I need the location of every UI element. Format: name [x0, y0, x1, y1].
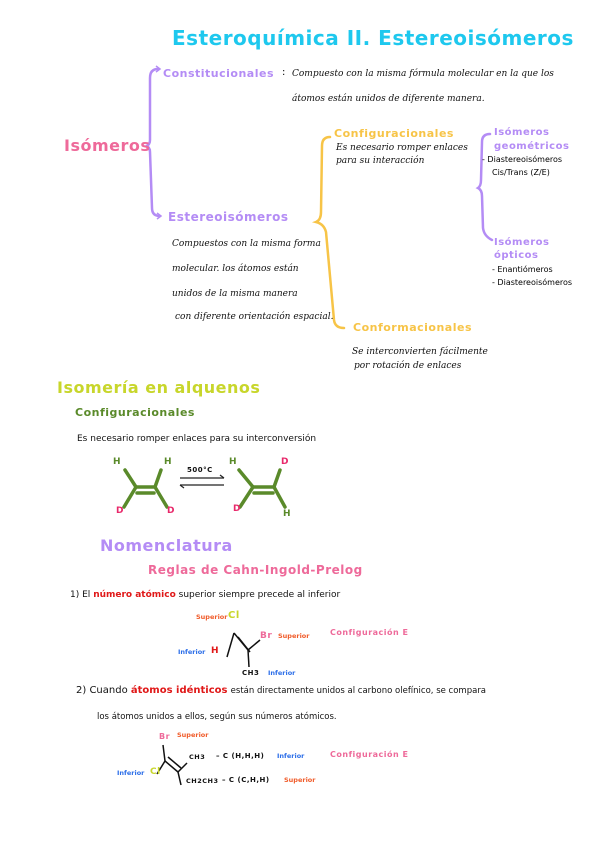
group-ch2ch3: CH2CH3 — [186, 777, 219, 785]
geometricos-item: Cis/Trans (Z/E) — [492, 168, 550, 177]
opticos-label: Isómeros — [494, 237, 550, 248]
priority-2: – C (C,H,H) — [222, 776, 270, 784]
colon: : — [282, 67, 286, 78]
estereoisomeros-label: Estereoisómeros — [168, 210, 289, 224]
estereo-text: molecular. los átomos están — [172, 264, 299, 274]
alquenos-sub: Configuracionales — [75, 406, 195, 419]
atom-d: D — [281, 457, 289, 467]
nomenclatura-heading: Nomenclatura — [100, 536, 233, 555]
alkene-left — [122, 468, 169, 509]
rule-text: superior siempre precede al inferior — [178, 590, 341, 600]
tag-superior: Superior — [284, 776, 316, 784]
molecule-2-bonds — [156, 744, 188, 786]
rule-highlight: número atómico — [93, 590, 176, 600]
rule-2-line-2: los átomos unidos a ellos, según sus núm… — [97, 712, 337, 722]
rule-2: 2) Cuando átomos idénticos están directa… — [76, 686, 486, 696]
tag-inferior: Inferior — [178, 648, 206, 656]
alquenos-text: Es necesario romper enlaces para su inte… — [77, 434, 317, 444]
geometricos-item: - Diastereoisómeros — [482, 155, 563, 164]
atom-h: H — [283, 509, 292, 519]
atom-br: Br — [159, 732, 171, 741]
atom-h: H — [113, 457, 122, 467]
geometricos-label: Isómeros — [494, 127, 550, 138]
config-result: Configuración E — [330, 628, 409, 637]
tag-superior: Superior — [177, 731, 209, 739]
group-ch3: CH3 — [242, 669, 260, 677]
configuracionales-label: Configuracionales — [334, 127, 454, 140]
constitucionales-text-2: átomos están unidos de diferente manera. — [292, 94, 485, 104]
config-text: Es necesario romper enlaces — [336, 143, 468, 153]
constitucionales-text-1: Compuesto con la misma fórmula molecular… — [292, 69, 554, 79]
atom-d: D — [233, 504, 241, 514]
alquenos-heading: Isomería en alquenos — [57, 378, 261, 397]
tag-superior: Superior — [278, 632, 310, 640]
config-result: Configuración E — [330, 750, 409, 759]
bracket-configuracionales — [475, 132, 494, 242]
tag-inferior: Inferior — [277, 752, 305, 760]
alkene-right — [237, 468, 287, 509]
arrow-icon — [155, 65, 162, 73]
atom-h: H — [211, 646, 220, 656]
rule-text: están directamente unidos al carbono ole… — [230, 686, 487, 696]
tag-inferior: Inferior — [268, 669, 296, 677]
page-title: Esteroquímica II. Estereoisómeros — [172, 26, 574, 50]
rule-number: 1) — [70, 590, 80, 600]
group-ch3: CH3 — [189, 753, 206, 761]
cip-heading: Reglas de Cahn-Ingold-Prelog — [148, 563, 363, 577]
rule-highlight: átomos idénticos — [130, 685, 228, 696]
atom-d: D — [167, 506, 175, 516]
conform-text: por rotación de enlaces — [354, 361, 462, 371]
geometricos-label-2: geométricos — [494, 141, 570, 152]
config-text: para su interacción — [336, 156, 425, 166]
bracket-estereoisomeros — [311, 135, 346, 330]
opticos-item: - Diastereoisómeros — [492, 278, 573, 287]
reaction-condition: 500°C — [187, 466, 213, 474]
rule-number: 2) — [76, 685, 87, 696]
arrow-icon — [156, 212, 163, 220]
priority-1: – C (H,H,H) — [216, 752, 265, 760]
molecule-1-bonds — [226, 632, 261, 668]
atom-cl: Cl — [150, 767, 161, 777]
bracket-isomeros — [145, 67, 162, 218]
estereo-text: Compuestos con la misma forma — [172, 239, 321, 249]
atom-h: H — [164, 457, 173, 467]
atom-br: Br — [260, 631, 273, 641]
estereo-text: con diferente orientación espacial. — [175, 312, 334, 322]
estereo-text: unidos de la misma manera — [172, 289, 298, 299]
opticos-item: - Enantiómeros — [492, 265, 553, 274]
atom-h: H — [229, 457, 238, 467]
equilibrium-arrows — [179, 474, 225, 489]
conformacionales-label: Conformacionales — [353, 321, 472, 334]
constitucionales-label: Constitucionales — [163, 67, 275, 80]
rule-text: Cuando — [89, 685, 128, 696]
opticos-label-2: ópticos — [494, 250, 539, 261]
atom-d: D — [116, 506, 124, 516]
tag-inferior: Inferior — [117, 769, 145, 777]
rule-1: 1) El número atómico superior siempre pr… — [70, 591, 340, 600]
atom-cl: Cl — [228, 610, 240, 621]
tag-superior: Superior — [196, 613, 228, 621]
rule-text: El — [82, 590, 91, 600]
conform-text: Se interconvierten fácilmente — [352, 347, 488, 357]
isomeros-label: Isómeros — [64, 136, 151, 155]
